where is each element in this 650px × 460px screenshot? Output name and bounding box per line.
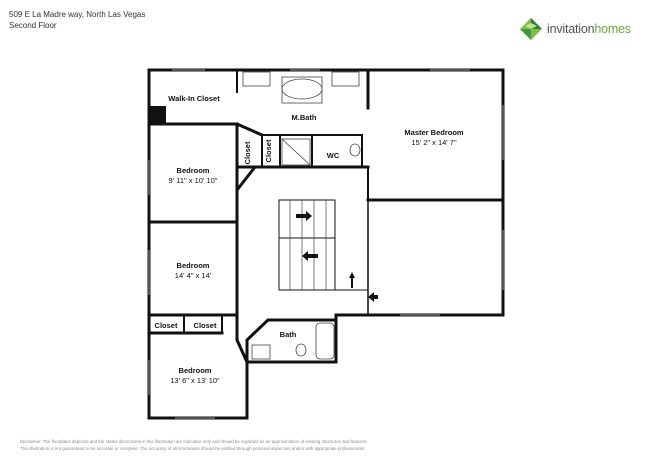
bedroom-2-dims: 14' 4" x 14' [175, 271, 212, 280]
arrow-left-icon [368, 292, 378, 302]
tub-icon [315, 322, 335, 360]
wc-label: WC [327, 151, 340, 160]
bedroom-3-label: Bedroom [179, 366, 212, 375]
closet-label: Closet [155, 321, 178, 330]
stairs [289, 200, 327, 290]
disclaimer-line: Disclaimer: The floorplans depicted and … [20, 439, 368, 444]
room-labels: Walk-In Closet M.Bath Master Bedroom 15'… [155, 94, 464, 385]
disclaimer-line: This illustration is not guaranteed to b… [20, 446, 366, 451]
m-bath-label: M.Bath [292, 113, 317, 122]
closet-label: Closet [264, 139, 273, 162]
closet-label: Closet [194, 321, 217, 330]
arrow-left-icon [302, 251, 318, 261]
toilet-icon [295, 343, 307, 357]
logo-mark-icon [520, 18, 542, 40]
closet-label: Closet [243, 141, 252, 164]
master-bedroom-dims: 15' 2" x 14' 7" [411, 138, 457, 147]
bath-label: Bath [280, 330, 297, 339]
sink-icon [251, 344, 271, 360]
bedroom-2-label: Bedroom [177, 261, 210, 270]
sink-icon [331, 71, 360, 87]
logo-wordmark: invitationhomes [547, 22, 631, 36]
invitation-homes-logo: invitationhomes [519, 17, 631, 41]
walk-in-closet-label: Walk-In Closet [168, 94, 220, 103]
sink-icon [242, 71, 271, 87]
bedroom-3-dims: 13' 6" x 13' 10" [170, 376, 220, 385]
arrow-up-icon [349, 272, 355, 288]
floor-label: Second Floor [9, 21, 57, 30]
window-marks [148, 69, 504, 419]
tub-icon [281, 78, 323, 100]
master-bedroom-label: Master Bedroom [404, 128, 464, 137]
address-text: 509 E La Madre way, North Las Vegas [9, 10, 146, 19]
shower-icon [281, 138, 311, 166]
bedroom-1-dims: 9' 11" x 10' 10" [169, 176, 218, 185]
bedroom-1-label: Bedroom [177, 166, 210, 175]
toilet-icon [349, 143, 361, 157]
disclaimer: Disclaimer: The floorplans depicted and … [20, 438, 460, 452]
arrow-right-icon [296, 211, 312, 221]
utility-block [149, 106, 166, 124]
plan-header: 509 E La Madre way, North Las Vegas Seco… [9, 9, 145, 31]
bath-fixtures [242, 71, 361, 360]
stair-arrows [296, 211, 378, 302]
